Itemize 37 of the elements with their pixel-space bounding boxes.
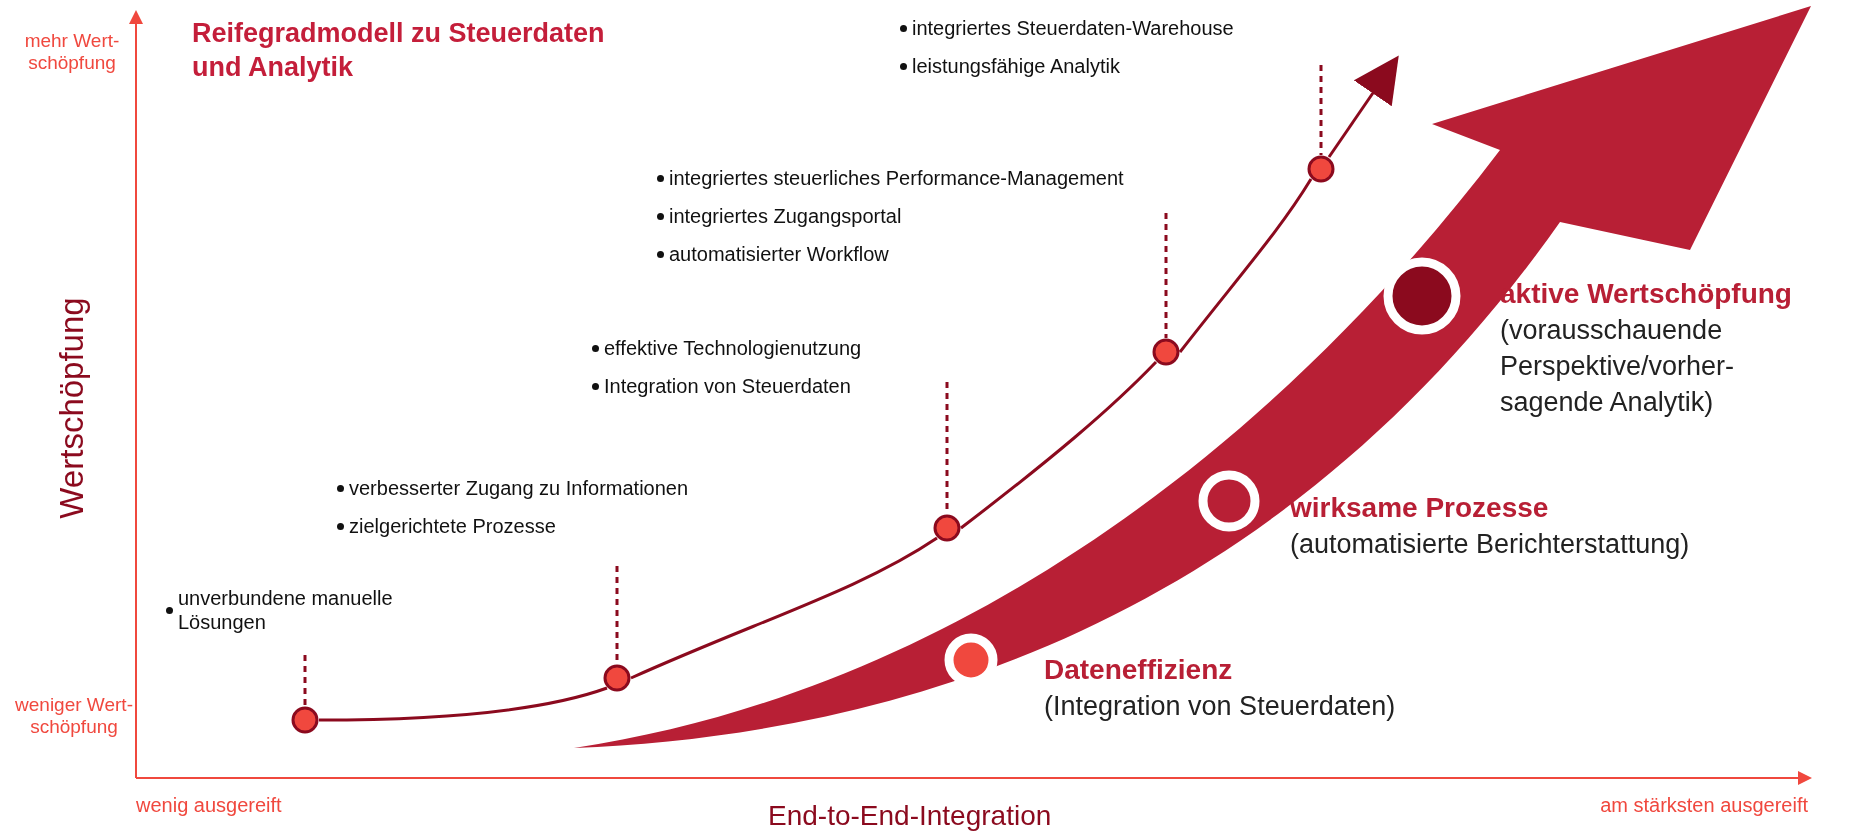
growth-curve (630, 536, 938, 680)
bullet-text: effektive Technologienutzung (604, 336, 862, 360)
bullet-text: zielgerichtete Prozesse (349, 514, 556, 538)
diagram-title: Reifegradmodell zu Steuerdaten und Analytik (192, 17, 606, 84)
leader-line (303, 655, 307, 706)
growth-curve (960, 360, 1158, 530)
axis-end-label: wenig ausgereift (136, 794, 282, 817)
bullet-text: integriertes steuerliches Performance-Management (669, 166, 1124, 190)
stage-description: (automatisierte Berichterstattung) (1290, 528, 1690, 561)
stage-marker (1152, 338, 1180, 366)
value-level-label: mehr Wert-schöpfung (23, 30, 121, 74)
bullet-text: leistungsfähige Analytik (912, 54, 1120, 78)
growth-curve (319, 686, 608, 722)
stage-description: (Integration von Steuerdaten) (1044, 690, 1396, 723)
axis-end-label: am stärksten ausgereift (1599, 794, 1808, 817)
bullet-text: integriertes Steuerdaten-Warehouse (912, 16, 1234, 40)
value-level-label: weniger Wert-schöpfung (14, 694, 134, 738)
stage-marker (933, 514, 961, 542)
bullet-text: integriertes Zugangsportal (669, 204, 902, 228)
stage-heading: Dateneffizienz (1044, 653, 1233, 687)
stage-marker (1198, 470, 1260, 532)
bullet-text: verbesserter Zugang zu Informationen (349, 476, 689, 500)
bullet-text: Integration von Steuerdaten (604, 374, 851, 398)
stage-marker (1383, 257, 1461, 335)
axis-title: End-to-End-Integration (768, 800, 1052, 832)
bullet-text: unverbundene manuelle Lösungen (178, 586, 394, 634)
stage-description: (vorausschauende Perspektive/vorher-sagende Analytik) (1500, 314, 1736, 419)
growth-curve (1178, 178, 1313, 353)
leader-line (1164, 213, 1168, 338)
stage-heading: wirksame Prozesse (1290, 491, 1549, 525)
growth-curve (1327, 55, 1399, 158)
stage-marker (603, 664, 631, 692)
stage-marker (1307, 155, 1335, 183)
leader-line (1319, 65, 1323, 155)
bullet-text: automatisierter Workflow (669, 242, 889, 266)
axis-title: Wertschöpfung (53, 297, 91, 519)
stage-marker (291, 706, 319, 734)
